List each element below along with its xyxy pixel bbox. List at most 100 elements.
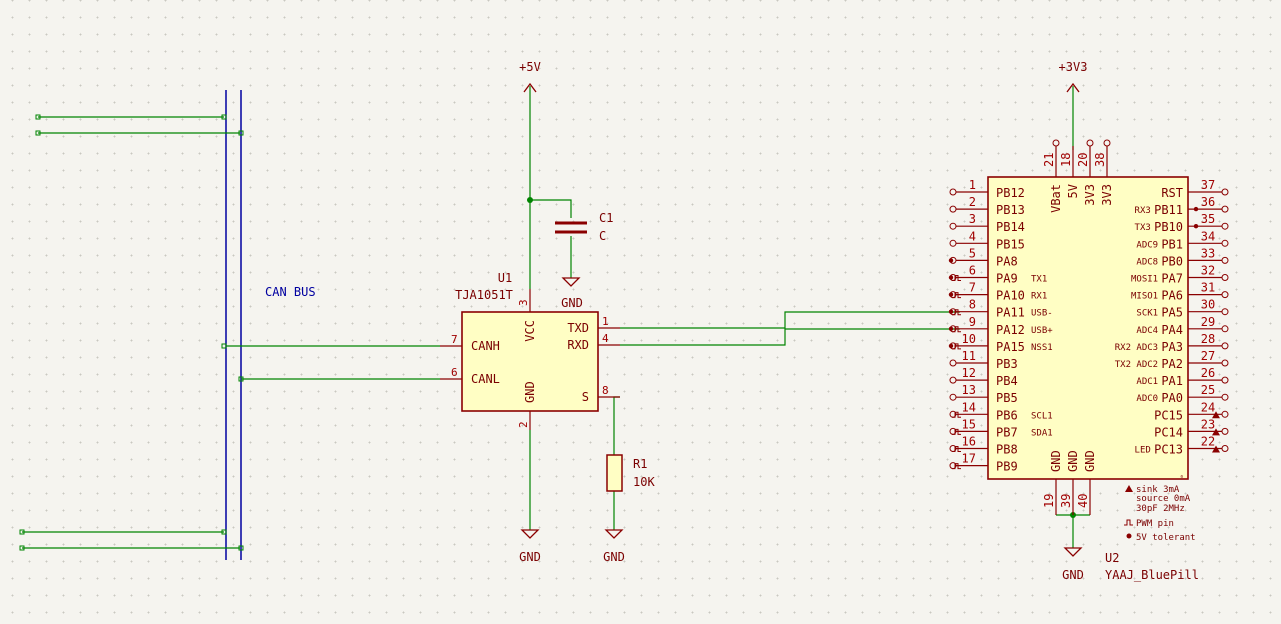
u2-pin-name: PA3 bbox=[1161, 340, 1183, 354]
u2-pinnum: 25 bbox=[1201, 383, 1215, 397]
resistor-r1[interactable]: R1 10K bbox=[606, 454, 655, 492]
u2-right-pins[interactable]: 37RST36PB11RX335PB10TX334PB1ADC933PB0ADC… bbox=[1115, 178, 1229, 457]
wires[interactable] bbox=[226, 86, 1090, 548]
u2-pin-name: PA7 bbox=[1161, 272, 1183, 286]
u2-pinnum: 23 bbox=[1201, 417, 1215, 431]
wire-c1-top[interactable] bbox=[530, 199, 572, 218]
wire-rxd[interactable] bbox=[620, 328, 960, 346]
pin-end-circle bbox=[949, 188, 957, 196]
capacitor-c1[interactable]: C1 C bbox=[555, 211, 613, 243]
wire-s[interactable] bbox=[613, 396, 620, 455]
u2-pinnum: 4 bbox=[969, 229, 976, 243]
u2-pin-name: PB4 bbox=[996, 374, 1018, 388]
pin-end-circle bbox=[1221, 325, 1229, 333]
gnd-r1-symbol[interactable] bbox=[604, 529, 624, 539]
wire-txd[interactable] bbox=[620, 311, 960, 329]
u2-pinnum: 8 bbox=[969, 298, 976, 312]
u2-pin-name: PA8 bbox=[996, 254, 1018, 268]
u2-pin-function: ADC9 bbox=[1136, 240, 1158, 250]
gnd-u1-symbol[interactable] bbox=[520, 529, 540, 539]
u2-pin-function: ADC8 bbox=[1136, 257, 1158, 267]
u1-pinnum-gnd: 2 bbox=[517, 421, 530, 428]
u2-pin-function: TX3 bbox=[1135, 223, 1151, 233]
u2-pinnum: 38 bbox=[1093, 153, 1107, 167]
pin-end-circle bbox=[1103, 139, 1111, 147]
pin-end-circle bbox=[949, 205, 957, 213]
u2-pinnum: 21 bbox=[1042, 153, 1056, 167]
power-5v-arrow[interactable] bbox=[523, 82, 537, 93]
gnd-u1-label: GND bbox=[519, 550, 541, 564]
can-bus[interactable]: CAN BUS bbox=[19, 90, 316, 560]
5v-tolerant-marker bbox=[948, 258, 954, 263]
pin-end-circle bbox=[949, 376, 957, 384]
u2-pin-function: ADC1 bbox=[1136, 377, 1158, 387]
pwm-marker bbox=[952, 309, 961, 316]
gnd-u2-symbol[interactable] bbox=[1063, 547, 1083, 557]
u2-pinnum: 14 bbox=[962, 400, 976, 414]
u2-pin-name: PC15 bbox=[1154, 408, 1183, 422]
u2-pin-name: 3V3 bbox=[1083, 184, 1097, 206]
u2-pin-name: PA10 bbox=[996, 289, 1025, 303]
pin-end-circle bbox=[1221, 445, 1229, 452]
power-5v-label: +5V bbox=[519, 60, 541, 74]
u2-pin-function: SCK1 bbox=[1136, 309, 1158, 319]
u1-value: TJA1051T bbox=[455, 288, 513, 302]
5v-tolerant-icon bbox=[1126, 533, 1132, 539]
power-symbols[interactable] bbox=[520, 82, 1083, 557]
pin-end-circle bbox=[1221, 342, 1229, 350]
ic-u1[interactable]: U1 TJA1051T CANH CANL TXD RXD S VCC GND … bbox=[440, 271, 620, 430]
u2-pinnum: 40 bbox=[1076, 494, 1090, 508]
u2-pin-function: RX2 ADC3 bbox=[1115, 343, 1158, 353]
gnd-c1-symbol[interactable] bbox=[561, 277, 581, 287]
power-3v3-arrow[interactable] bbox=[1066, 82, 1080, 93]
u1-pin-gnd: GND bbox=[523, 381, 537, 403]
u2-pinnum: 10 bbox=[962, 332, 976, 346]
r1-value: 10K bbox=[633, 475, 655, 489]
u2-pin-name: PB15 bbox=[996, 237, 1025, 251]
u2-pinnum: 26 bbox=[1201, 366, 1215, 380]
pin-end-circle bbox=[1221, 274, 1229, 281]
